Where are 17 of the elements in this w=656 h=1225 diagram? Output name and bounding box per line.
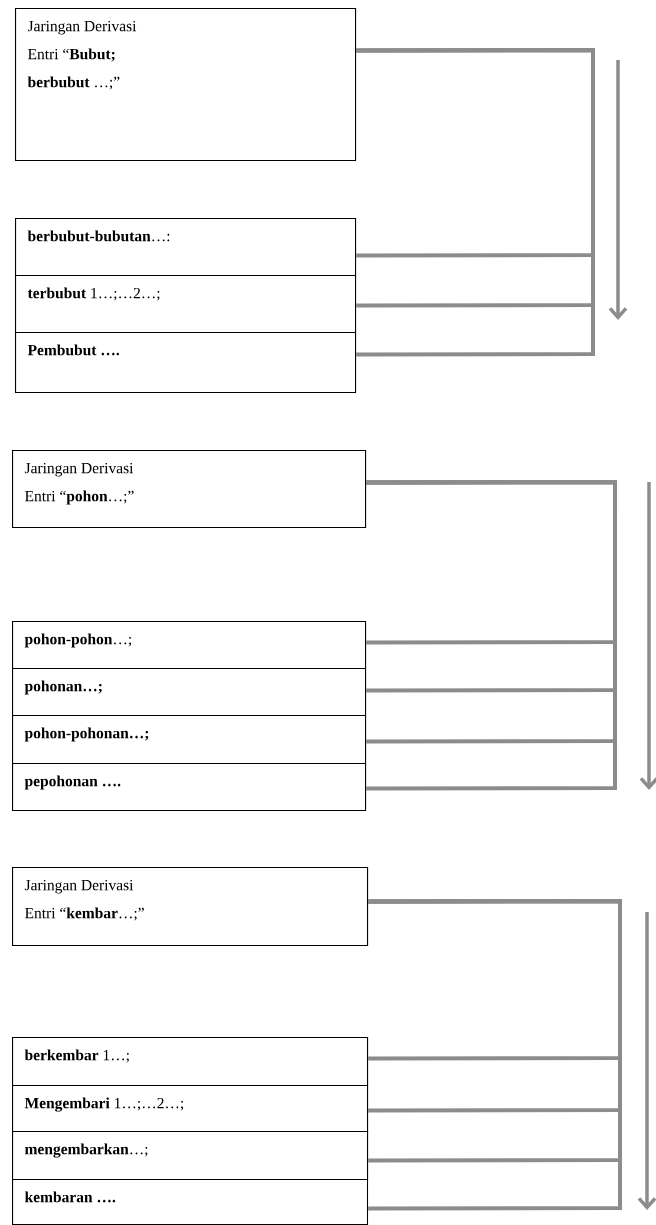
connector-line [368,899,622,1211]
derivation-row: pohon-pohon…; [12,621,367,670]
derivation-row: pohonan…; [12,668,367,717]
derivation-row: Mengembari 1…;…2…; [12,1085,369,1133]
derivation-row: berkembar 1…; [12,1037,369,1087]
derivation-row: Pembubut …. [15,332,357,394]
derivation-row: terbubut 1…;…2…; [15,275,357,334]
entry-box: Jaringan Derivasi Entri “Bubut; berbubut …;” [15,8,357,162]
derivation-row: kembaran …. [12,1179,369,1225]
entry-box: Jaringan Derivasi Entri “pohon…;” [12,450,367,529]
connector-line [356,48,595,357]
derivation-row: pohon-pohonan…; [12,715,367,765]
derivation-row: pepohonan …. [12,763,367,812]
derivation-row: mengembarkan…; [12,1131,369,1181]
derivation-row: berbubut-bubutan…: [15,218,357,277]
connector-line [366,480,617,791]
entry-box: Jaringan Derivasi Entri “kembar…;” [12,867,369,947]
